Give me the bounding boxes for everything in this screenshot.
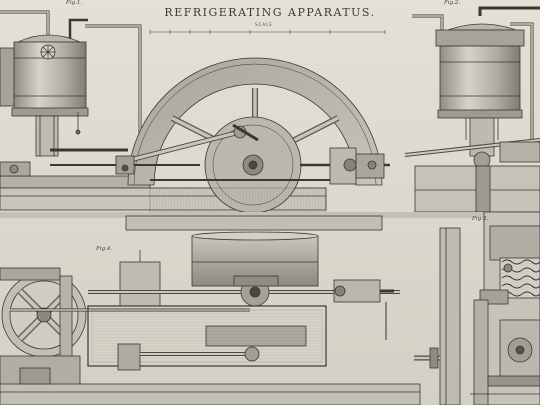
scale-bar [149,30,386,34]
fig3-apparatus [414,211,540,405]
plate-title: REFRIGERATING APPARATUS. [164,6,376,19]
fig4-machine [0,215,421,405]
figure-label-2: Fig.2. [444,0,461,6]
figure-label-4: Fig.4. [96,246,113,252]
fig1-flywheel [50,57,390,214]
figure-label-3: Fig.3. [472,216,489,222]
scale-label: SCALE [255,22,273,27]
fig2-compressor [404,6,540,213]
floor-band [0,212,540,218]
figure-label-1: Fig.1. [66,0,83,6]
